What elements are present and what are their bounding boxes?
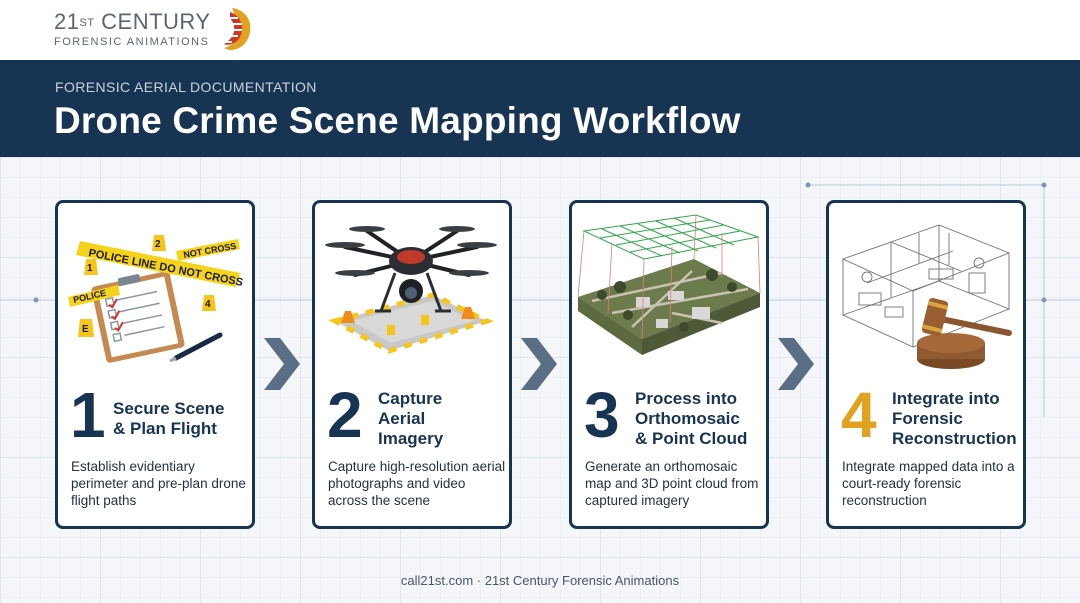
step-title-4: Integrate into Forensic Reconstruction	[892, 389, 1017, 448]
logo-subtitle: FORENSIC ANIMATIONS	[54, 36, 210, 48]
orthomosaic-terrain-illustration	[577, 214, 761, 355]
logo-wordmark: 21ST CENTURY	[54, 9, 211, 34]
wireframe-room-gavel-illustration	[841, 224, 1012, 369]
company-logo[interactable]: 21ST CENTURY FORENSIC ANIMATIONS	[54, 9, 211, 49]
step-title-1: Secure Scene & Plan Flight	[113, 399, 225, 438]
svg-text:NOT CROSS: NOT CROSS	[183, 241, 237, 260]
svg-text:2: 2	[155, 239, 161, 250]
title-banner: FORENSIC AERIAL DOCUMENTATION Drone Crim…	[0, 60, 1080, 157]
evidence-markers: 2 1 4 E	[78, 235, 216, 337]
step-number-2: 2	[327, 379, 363, 451]
step-card-1: POLICE LINE DO NOT CROSS NOT CROSS POLIC…	[55, 200, 255, 529]
police-tape-clipboard-illustration: POLICE LINE DO NOT CROSS NOT CROSS POLIC…	[68, 235, 244, 363]
step-card-4: 4 Integrate into Forensic Reconstruction…	[826, 200, 1026, 529]
svg-text:4: 4	[205, 299, 211, 310]
chevron-right-icon	[264, 338, 300, 390]
step-description-4: Integrate mapped data into a court-ready…	[842, 459, 1015, 508]
step-description-3: Generate an orthomosaic map and 3D point…	[585, 459, 759, 508]
svg-text:E: E	[82, 324, 89, 335]
step-number-1: 1	[70, 379, 106, 451]
logo-bar: 21ST CENTURY FORENSIC ANIMATIONS	[0, 0, 1080, 60]
chevron-right-icon	[521, 338, 557, 390]
step-card-2: 2 Capture Aerial Imagery Capture high-re…	[312, 200, 512, 529]
footer-credit[interactable]: call21st.com · 21st Century Forensic Ani…	[400, 573, 680, 588]
step-title-2: Capture Aerial Imagery	[378, 389, 444, 448]
banner-kicker: FORENSIC AERIAL DOCUMENTATION	[55, 79, 317, 95]
step-description-1: Establish evidentiary perimeter and pre-…	[71, 459, 246, 508]
svg-text:1: 1	[87, 263, 93, 274]
step-number-4: 4	[841, 379, 877, 451]
step-title-3: Process into Orthomosaic & Point Cloud	[635, 389, 748, 448]
chevron-right-icon	[778, 338, 814, 390]
step-description-2: Capture high-resolution aerial photograp…	[328, 459, 506, 508]
logo-flame-icon	[214, 8, 251, 50]
page-title: Drone Crime Scene Mapping Workflow	[54, 100, 741, 141]
step-number-3: 3	[584, 379, 620, 451]
step-card-3: 3 Process into Orthomosaic & Point Cloud…	[569, 200, 769, 529]
hexacopter-drone-illustration	[325, 226, 497, 354]
